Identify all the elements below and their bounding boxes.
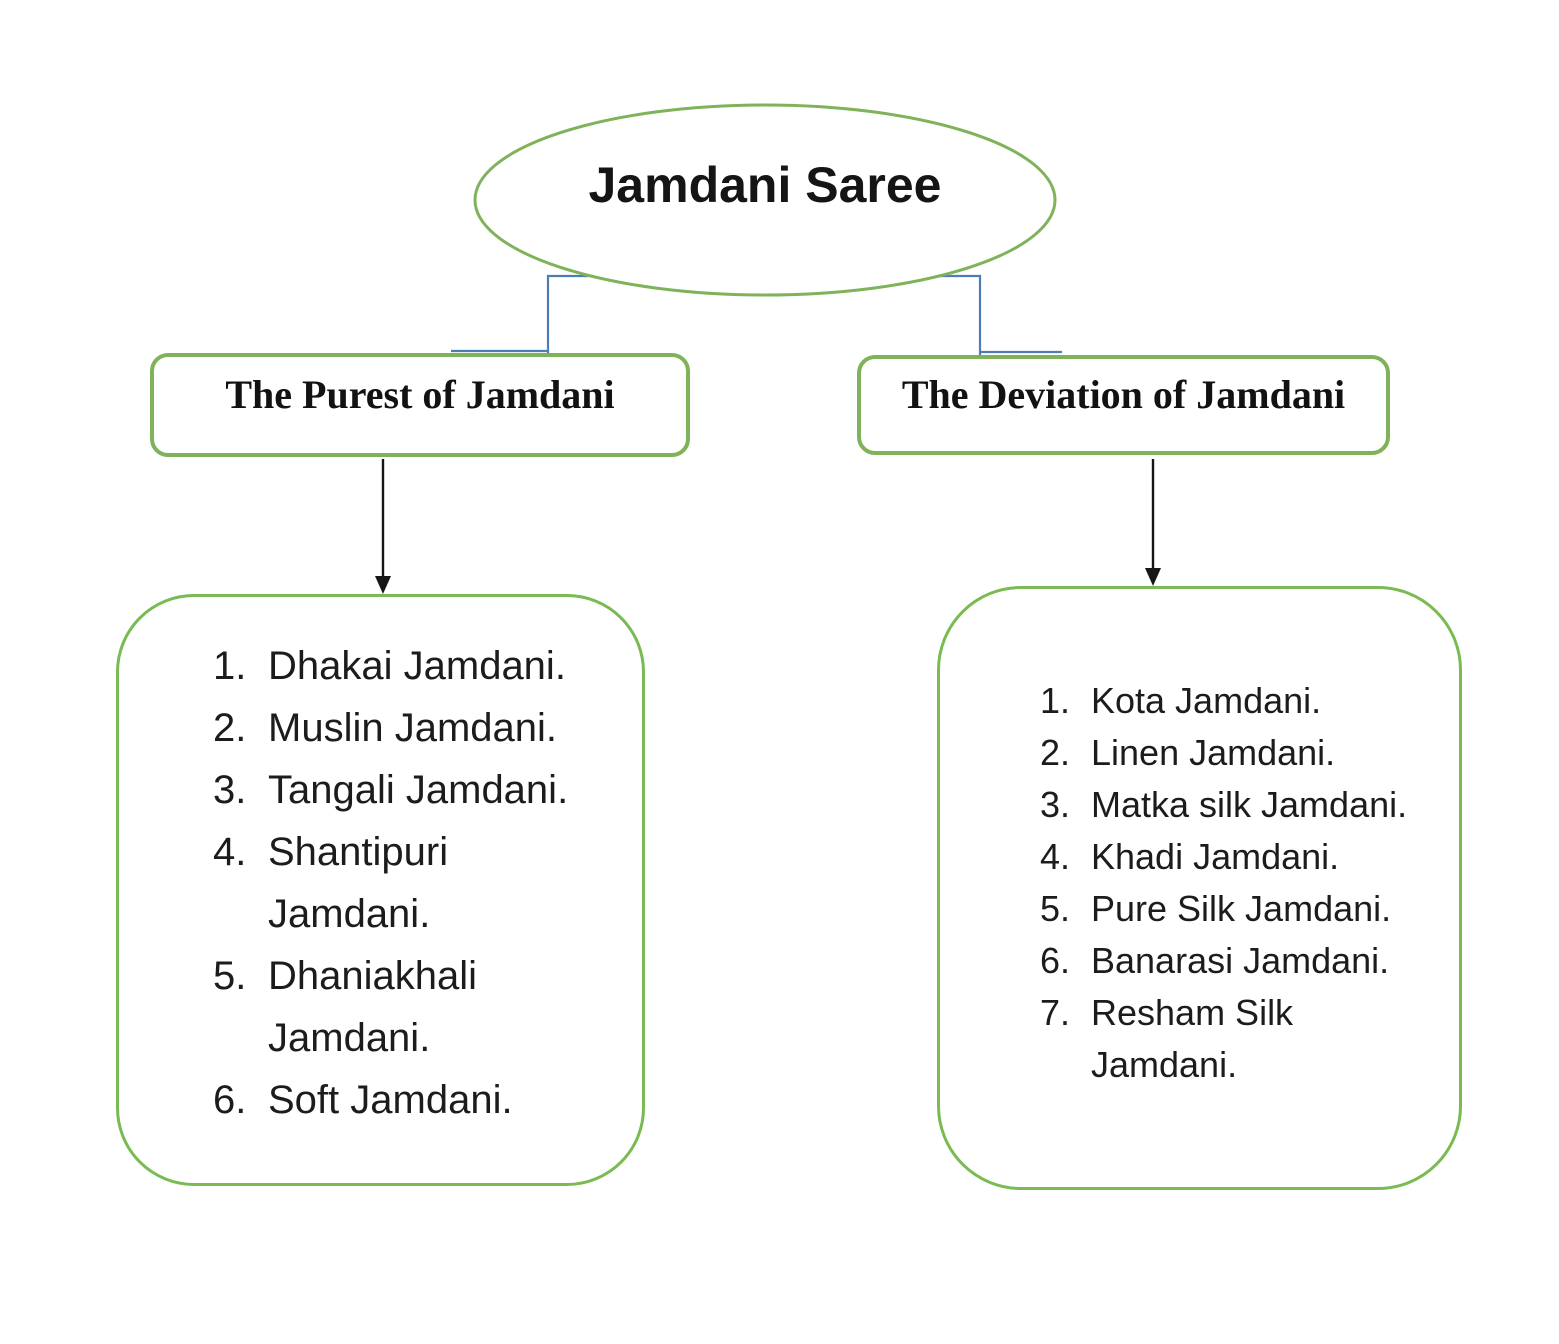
list-item-number: 3.	[213, 768, 247, 812]
right-branch-title: The Deviation of Jamdani	[901, 371, 1346, 417]
list-item: 5. Pure Silk Jamdani.	[1040, 883, 1445, 935]
list-item: 6. Banarasi Jamdani.	[1040, 935, 1445, 987]
list-item-text: Dhakai Jamdani.	[268, 644, 566, 688]
list-item-number: 5.	[213, 954, 247, 998]
list-item-number: 6.	[1040, 940, 1071, 981]
list-item: 3. Matka silk Jamdani.	[1040, 779, 1445, 831]
list-item-text: Matka silk Jamdani.	[1091, 784, 1408, 825]
list-item-text: Khadi Jamdani.	[1091, 836, 1340, 877]
list-item-number: 6.	[213, 1078, 247, 1122]
list-item-number: 5.	[1040, 888, 1071, 929]
list-item-text: Muslin Jamdani.	[268, 706, 558, 750]
left-branch-list-box: 1. Dhakai Jamdani. 2. Muslin Jamdani. 3. Tang…	[116, 594, 645, 1186]
left-branch-title: The Purest of Jamdani	[225, 371, 615, 417]
list-item-number: 4.	[213, 830, 247, 874]
list-item-text: Kota Jamdani.	[1091, 680, 1322, 721]
list-item-text: Linen Jamdani.	[1091, 732, 1336, 773]
list-item: 1. Kota Jamdani.	[1040, 675, 1445, 727]
list-item-text: Banarasi Jamdani.	[1091, 940, 1390, 981]
list-item: 3. Tangali Jamdani.	[213, 759, 622, 821]
list-item: 4. Khadi Jamdani.	[1040, 831, 1445, 883]
list-item-text: Pure Silk Jamdani.	[1091, 888, 1392, 929]
root-ellipse	[473, 103, 1057, 297]
list-item: 2. Muslin Jamdani.	[213, 697, 622, 759]
left-arrow-head-icon	[375, 576, 391, 594]
right-branch-title-box: The Deviation of Jamdani	[857, 355, 1390, 455]
list-item-number: 1.	[213, 644, 247, 688]
right-arrow-head-icon	[1145, 568, 1161, 586]
list-item: 2. Linen Jamdani.	[1040, 727, 1445, 779]
list-item-text: Soft Jamdani.	[268, 1078, 513, 1122]
list-item-number: 4.	[1040, 836, 1071, 877]
root-node-label: Jamdani Saree	[588, 157, 942, 213]
list-item-text: Tangali Jamdani.	[268, 768, 569, 812]
right-branch-list-box: 1. Kota Jamdani. 2. Linen Jamdani. 3. Matka s…	[937, 586, 1462, 1190]
list-item-number: 1.	[1040, 680, 1071, 721]
list-item: 1. Dhakai Jamdani.	[213, 635, 622, 697]
list-item-number: 2.	[213, 706, 247, 750]
list-item-number: 3.	[1040, 784, 1071, 825]
left-branch-title-box: The Purest of Jamdani	[150, 353, 690, 457]
list-item: 6. Soft Jamdani.	[213, 1069, 622, 1131]
list-item-number: 2.	[1040, 732, 1071, 773]
list-item-number: 7.	[1040, 992, 1071, 1033]
